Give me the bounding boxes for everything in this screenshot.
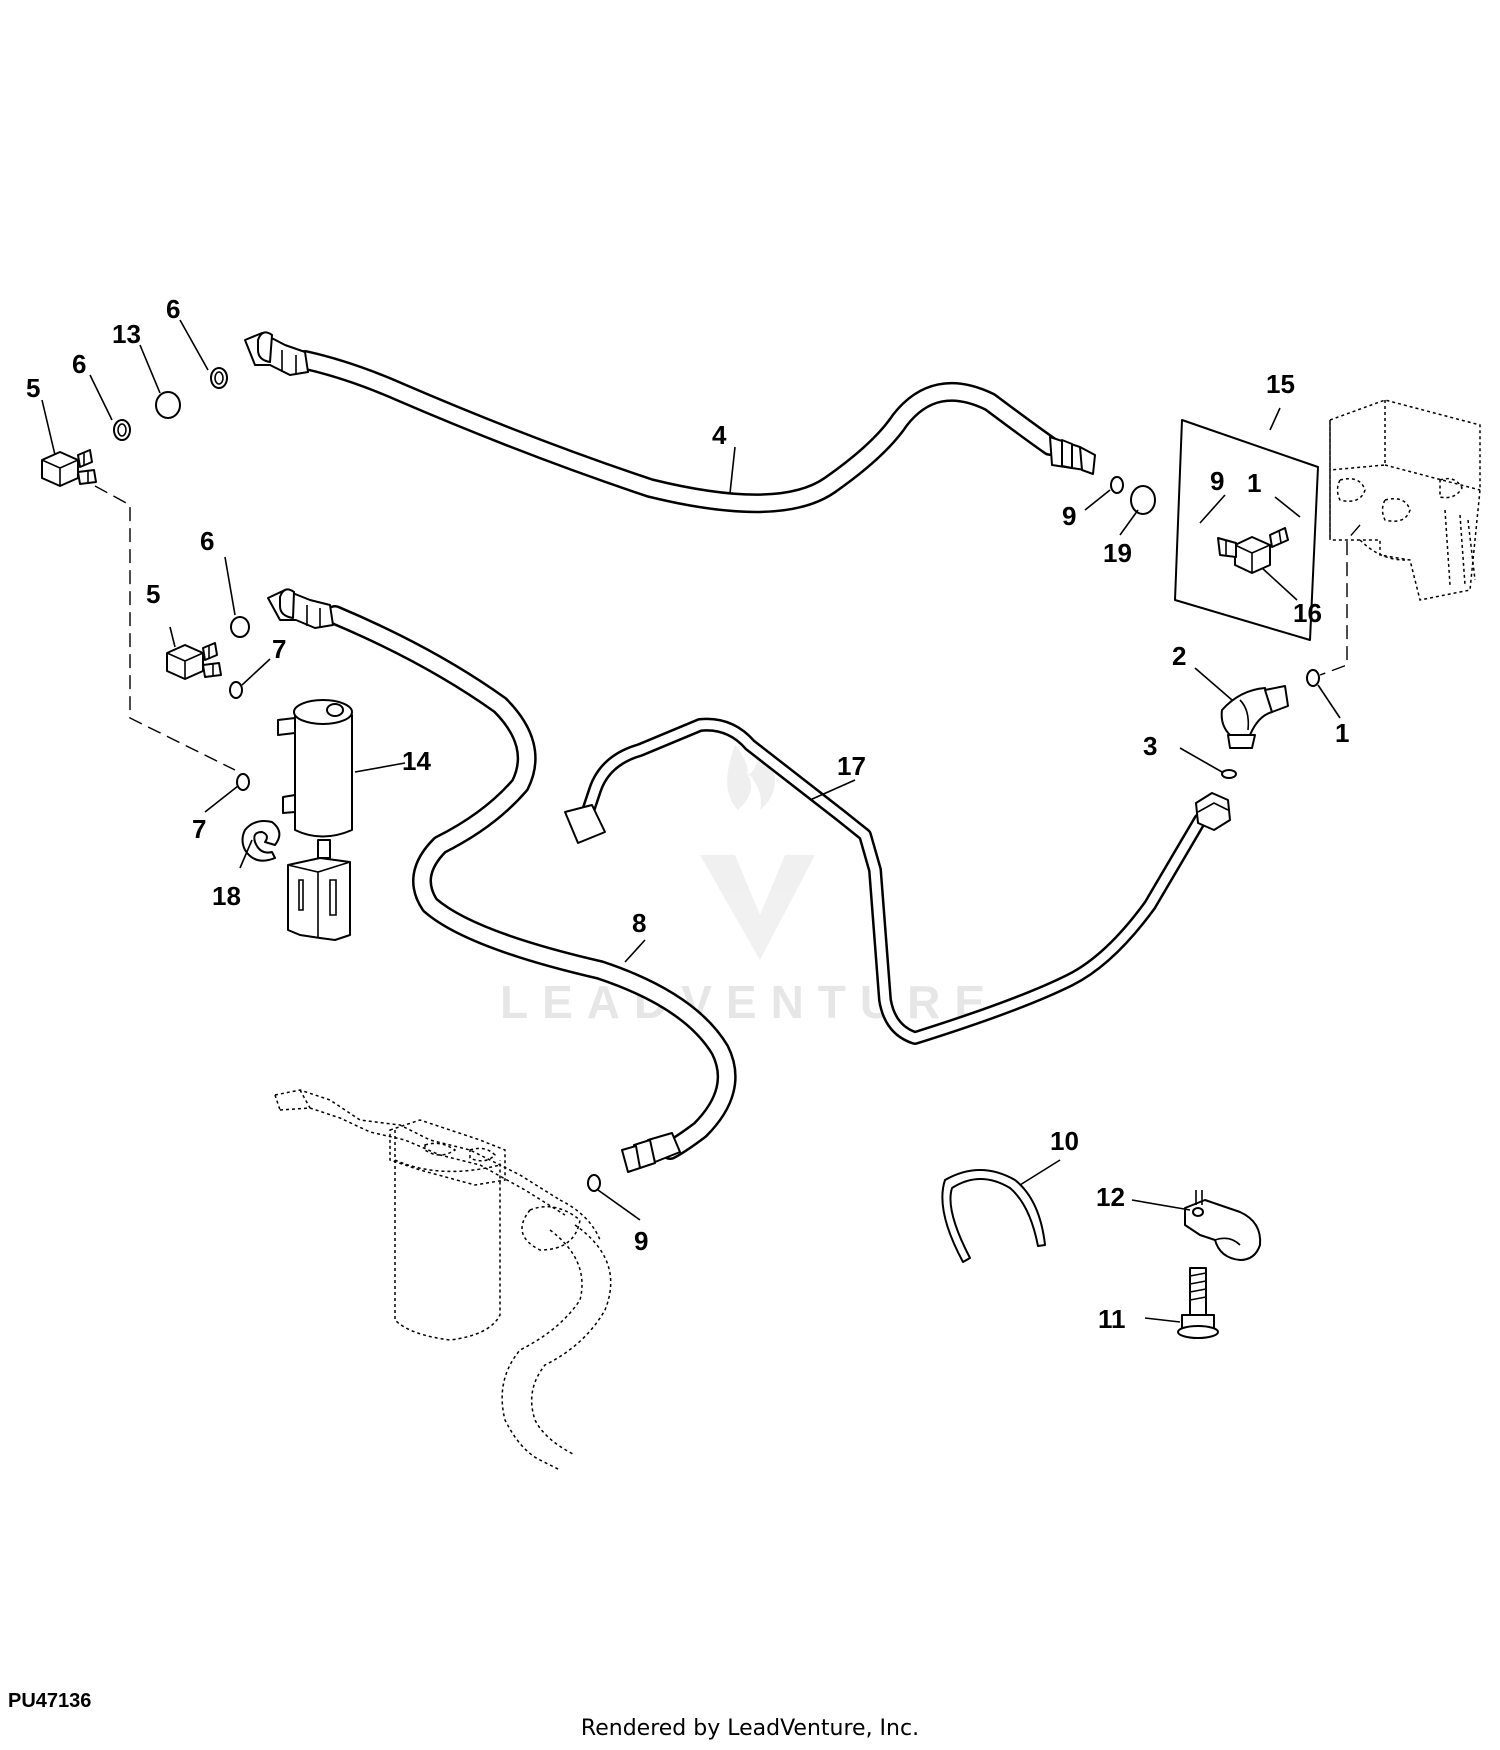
callout-7-lower: 7 [192,814,206,844]
callout-19: 19 [1103,538,1132,568]
callout-18: 18 [212,881,241,911]
strap-10 [941,1169,1046,1263]
callout-15: 15 [1266,369,1295,399]
callout-5-lower: 5 [146,579,160,609]
elbow-2 [1220,685,1289,749]
callout-16: 16 [1293,598,1322,628]
o-ring-7-b [236,773,250,791]
callout-13: 13 [112,319,141,349]
dashed-connector-right [1319,524,1361,676]
o-ring-1-b [1306,669,1320,687]
clamp-12 [1184,1190,1262,1261]
tube-17 [564,717,1231,1045]
callout-6-inner: 6 [166,294,180,324]
hose-4 [244,331,1096,514]
callout-4: 4 [712,420,727,450]
callout-2: 2 [1172,641,1186,671]
callout-7-upper: 7 [272,634,286,664]
clip-18 [241,820,281,862]
phantom-frame [274,1089,612,1471]
o-ring-9-c [587,1174,601,1192]
o-ring-6-b [210,367,228,389]
washers [113,367,1320,1192]
cylinder-14 [277,699,353,941]
washer-19 [1130,485,1156,515]
render-credit: Rendered by LeadVenture, Inc. [580,1716,920,1741]
callout-17: 17 [837,751,866,781]
fitting-5-lower [166,642,222,680]
bolt-11 [1177,1267,1219,1339]
callout-9-lower: 9 [634,1226,648,1256]
callout-labels: 5 6 13 6 4 9 19 15 9 1 16 2 1 3 17 14 6 … [26,294,1349,1334]
o-ring-6-c [230,616,250,638]
callout-5-upper: 5 [26,373,40,403]
leader-lines [41,319,1341,1323]
callout-8: 8 [632,908,646,938]
callout-6-outer: 6 [72,349,86,379]
washer-13 [155,391,181,419]
phantom-valve-block [1329,399,1481,601]
o-ring-7-a [229,681,243,699]
callout-1-lower: 1 [1335,718,1349,748]
o-ring-9-a [1110,476,1124,494]
callout-9-right-a: 9 [1062,501,1076,531]
callout-1-upper: 1 [1247,468,1261,498]
callout-12: 12 [1096,1182,1125,1212]
callout-3: 3 [1143,731,1157,761]
callout-9-right-b: 9 [1210,466,1224,496]
callout-6-lower: 6 [200,526,214,556]
callout-11: 11 [1098,1304,1126,1334]
callout-14: 14 [402,746,431,776]
o-ring-6-a [113,419,131,441]
o-ring-3 [1221,769,1237,779]
callout-10: 10 [1050,1126,1079,1156]
hose-8 [267,588,737,1173]
figure-id: PU47136 [8,1690,92,1712]
plate-15 [1174,419,1319,641]
watermark-text: LEADVENTURE [500,976,999,1028]
fitting-5-upper [41,449,97,487]
